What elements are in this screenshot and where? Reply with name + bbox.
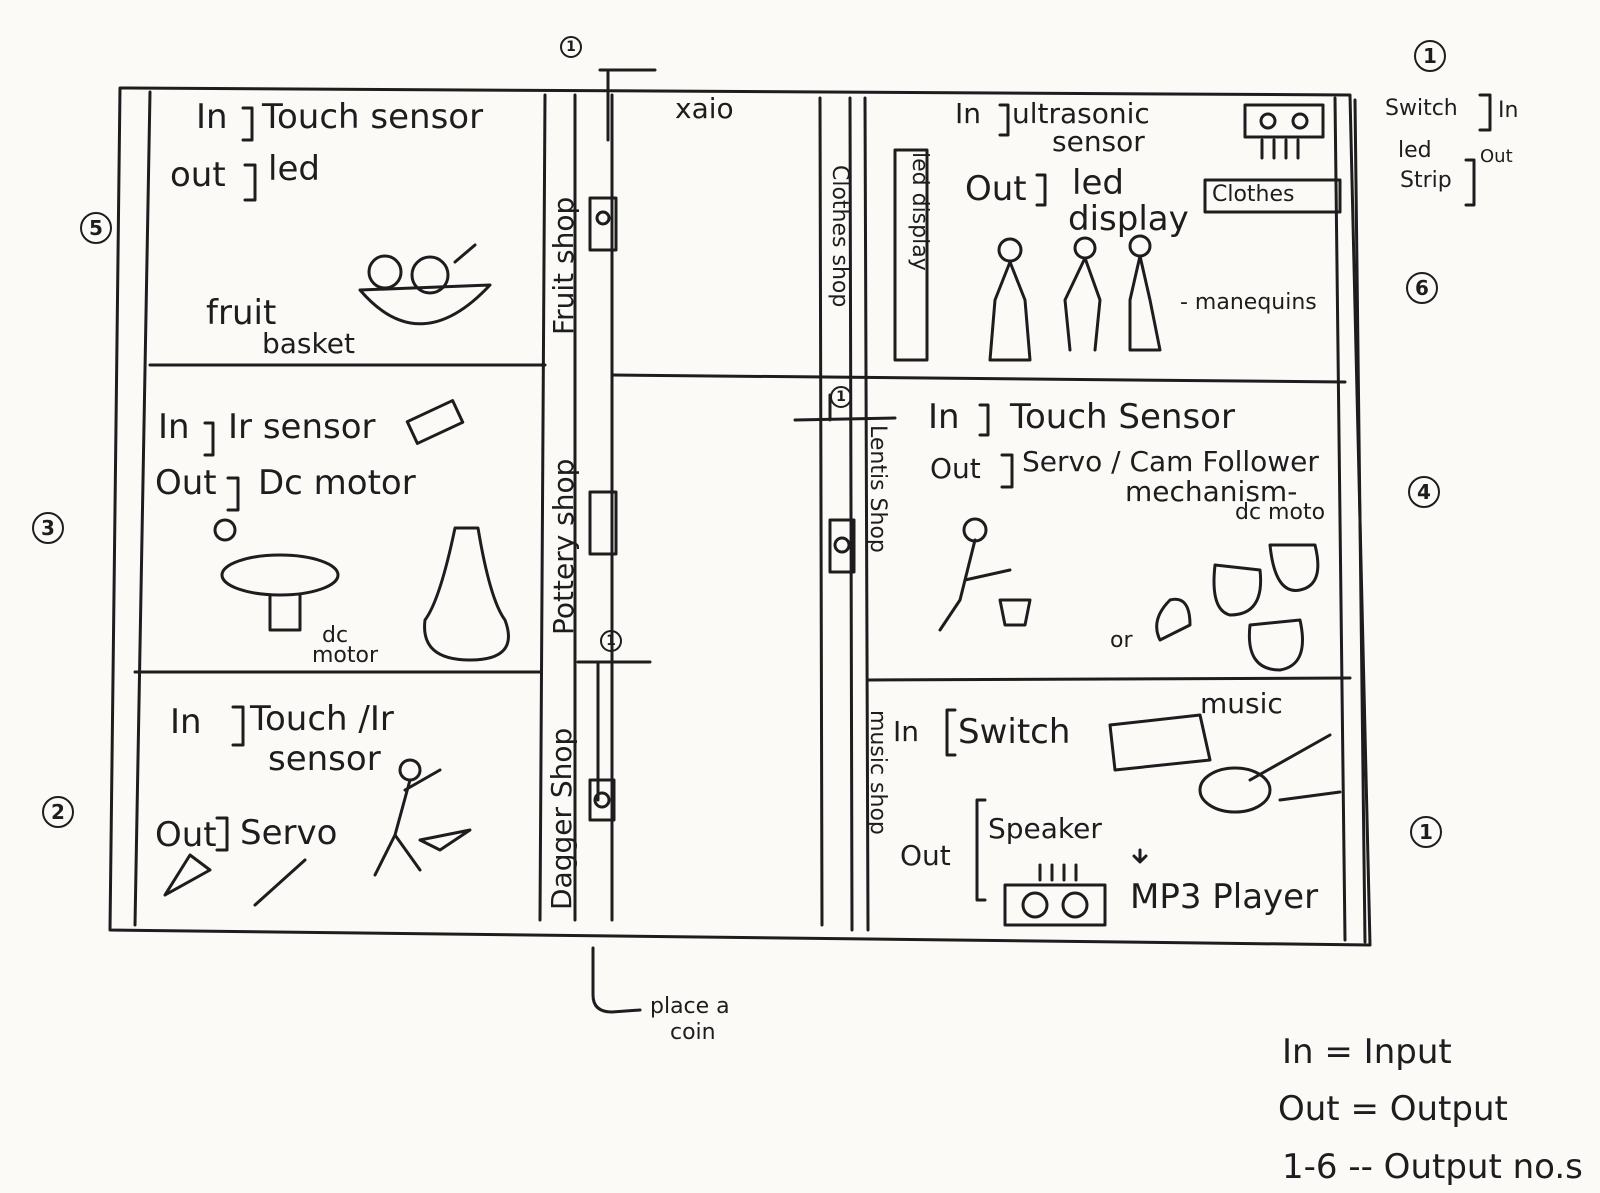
switch-label: Switch [1385, 96, 1458, 121]
legend-line-3: 1-6 -- Output no.s [1282, 1147, 1583, 1187]
led-strip-label-1: led [1398, 138, 1432, 163]
music-out-label: Out [900, 839, 951, 872]
coin-note-line-2: coin [670, 1020, 716, 1045]
music-in-label: In [893, 715, 920, 748]
clothes-board-label: Clothes [1212, 182, 1295, 207]
fruit-in-value: Touch sensor [262, 97, 484, 137]
dagger-in-value-1: Touch /Ir [250, 699, 394, 739]
output-number-4: 4 [1408, 476, 1440, 508]
clothes-out-value-1: led [1072, 163, 1124, 203]
pottery-shop-label: Pottery shop [547, 458, 580, 635]
switch-in-label: In [1498, 98, 1519, 123]
veena-drawing [1198, 766, 1272, 814]
output-number-1-dagger: 1 [600, 630, 622, 652]
lentils-in-label: In [928, 397, 960, 437]
pottery-out-value: Dc motor [258, 463, 416, 503]
pottery-wheel-drawing [220, 553, 340, 597]
music-label: music [1200, 687, 1283, 720]
mannequins-drawing [988, 234, 1162, 362]
vase-drawing [423, 526, 510, 662]
legend-line-2: Out = Output [1278, 1089, 1508, 1129]
clothes-shop-label: Clothes shop [827, 165, 852, 308]
music-in-value: Switch [958, 712, 1071, 752]
lentils-out-label: Out [930, 452, 981, 485]
led-strip-out-label: Out [1480, 146, 1513, 167]
clothes-out-label: Out [965, 169, 1027, 209]
music-shop-label: music shop [865, 710, 890, 835]
pottery-out-label: Out [155, 463, 217, 503]
radio-drawing [1108, 713, 1212, 772]
lentils-out-value-3: dc moto [1235, 500, 1326, 525]
lentils-shop-label: Lentis Shop [865, 425, 890, 553]
pottery-in-value: Ir sensor [228, 407, 376, 447]
coin-note-line-1: place a [650, 994, 730, 1019]
led-display-panel-label: led display [907, 152, 932, 271]
output-number-1-top: 1 [560, 36, 582, 58]
street-right-edge [818, 96, 824, 927]
fruit-out-label: out [170, 155, 226, 195]
fruit-item-label-1: fruit [206, 293, 277, 333]
lentils-or-label: or [1110, 628, 1133, 653]
board-outline [108, 86, 1372, 947]
music-out-value: Speaker [988, 812, 1102, 845]
dagger-figure-drawing [373, 768, 442, 877]
clothes-in-value-2: sensor [1052, 125, 1145, 158]
mp3-player-label: MP3 Player [1130, 877, 1319, 917]
output-number-1-lentils: 1 [830, 386, 852, 408]
output-number-6: 6 [1406, 272, 1438, 304]
dagger-shop-label: Dagger Shop [545, 727, 578, 910]
fruit-shop-label: Fruit shop [547, 196, 580, 335]
dagger-out-label: Out [155, 815, 217, 855]
fruit-basket-drawing [358, 283, 492, 326]
pottery-in-label: In [158, 407, 190, 447]
fruit-item-label-2: basket [262, 327, 355, 360]
output-number-3: 3 [32, 512, 64, 544]
clothes-in-value-1: ultrasonic [1012, 97, 1150, 130]
fruit-out-value: led [268, 149, 320, 189]
lentils-out-value-1: Servo / Cam Follower [1022, 445, 1319, 478]
legend-line-1: In = Input [1282, 1032, 1452, 1072]
street-left-edge [538, 93, 547, 922]
output-number-5: 5 [80, 212, 112, 244]
clothes-in-label: In [955, 97, 982, 130]
pottery-motor-label-1: dc [322, 623, 349, 648]
divider-right-2 [866, 676, 1352, 682]
top-center-label: xaio [675, 92, 734, 125]
lentils-in-value: Touch Sensor [1010, 397, 1235, 437]
mannequins-label: - manequins [1180, 290, 1317, 315]
output-number-1-right-top: 1 [1414, 40, 1446, 72]
led-strip-label-2: Strip [1400, 168, 1452, 193]
dagger-in-value-2: sensor [268, 739, 381, 779]
fruit-in-label: In [196, 97, 228, 137]
divider-right-1 [610, 373, 1347, 384]
pottery-motor-label-2: motor [312, 643, 379, 668]
output-number-1-right-bottom: 1 [1410, 816, 1442, 848]
clothes-out-value-2: display [1068, 199, 1189, 239]
dagger-in-label: In [170, 702, 202, 742]
lentils-out-value-2: mechanism- [1125, 475, 1298, 508]
output-number-2: 2 [42, 796, 74, 828]
dagger-out-value: Servo [240, 813, 338, 853]
